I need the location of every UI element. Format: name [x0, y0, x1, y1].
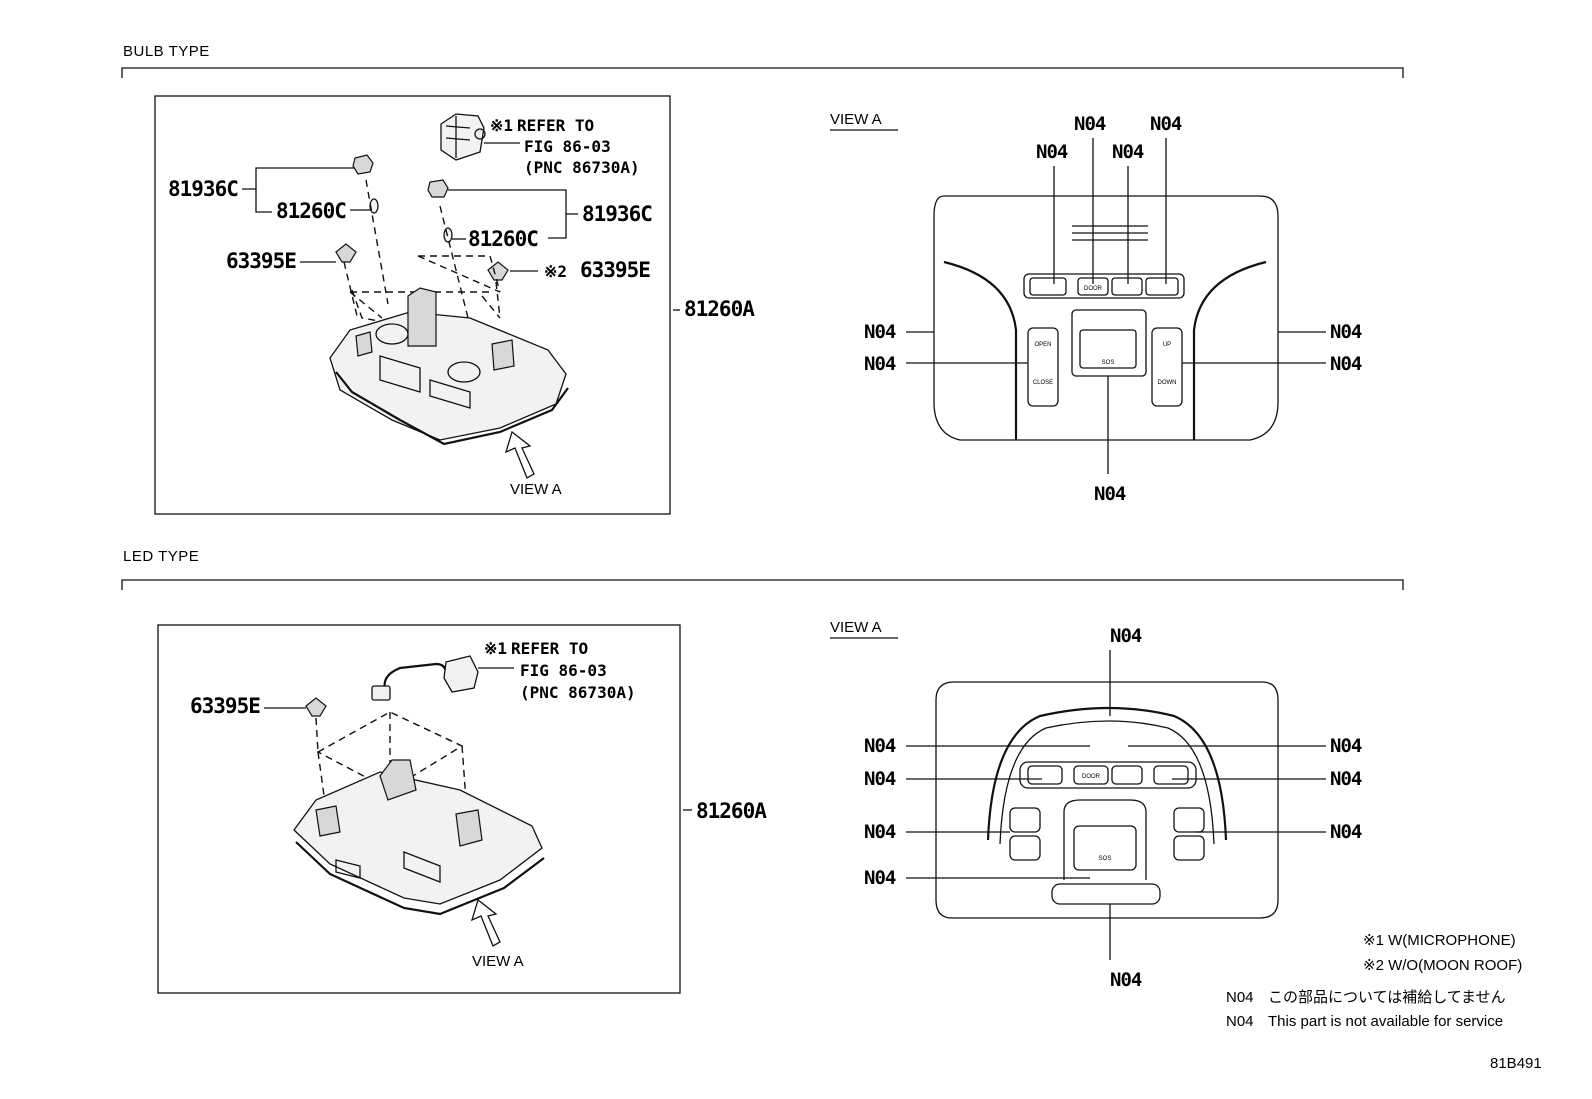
bulb-housing-81260A	[329, 287, 569, 446]
room-lamp-button[interactable]	[1111, 277, 1143, 296]
bulb-view-arrow-icon	[504, 430, 535, 479]
svg-text:N04: N04	[1110, 969, 1142, 991]
moonroof-switch-right[interactable]	[1151, 327, 1183, 407]
led-clip	[305, 697, 327, 717]
part-81260A-led: 81260A	[696, 799, 767, 823]
bulb-socket-left	[352, 154, 379, 214]
svg-text:N04: N04	[1094, 483, 1126, 505]
svg-text:N04: N04	[864, 867, 896, 889]
view-a-bottom-n04-labels: N04 N04 N04 N04 N04 N04 N04 N04 N04	[864, 625, 1363, 991]
svg-text:N04: N04	[1330, 768, 1362, 790]
view-a-top-title: VIEW A	[830, 111, 882, 128]
view-a-top-n04-labels: N04 N04 N04 N04 N04 N04 N04 N04 N04	[864, 113, 1363, 505]
note-1: ※1 W(MICROPHONE)	[1363, 932, 1516, 949]
svg-text:N04: N04	[864, 735, 896, 757]
svg-text:N04: N04	[1074, 113, 1106, 135]
svg-text:DOOR: DOOR	[1084, 286, 1103, 292]
part-63395E-right: 63395E	[580, 258, 650, 282]
n04-code-jp: N04	[1226, 989, 1254, 1006]
bulb-type-title: BULB TYPE	[123, 43, 210, 60]
bulb-clip-left	[335, 243, 357, 263]
n04-note-en: This part is not available for service	[1268, 1013, 1503, 1030]
bulb-note2-mark: ※2	[544, 262, 567, 281]
svg-text:DOOR: DOOR	[1082, 774, 1101, 780]
led-section-bracket	[121, 579, 1404, 590]
led-view-a-label: VIEW A	[472, 953, 524, 970]
led-view-arrow-icon	[470, 898, 501, 947]
view-a-led-panel: VIEW A DOOR SOS N04 N04 N04 N04 N04 N04	[830, 619, 1363, 991]
n04-note-jp: この部品については補給してません	[1268, 989, 1506, 1006]
part-81260C-right: 81260C	[468, 227, 538, 251]
led-indicator-strip	[1051, 883, 1161, 905]
svg-text:OPEN: OPEN	[1034, 342, 1051, 348]
svg-text:N04: N04	[1110, 625, 1142, 647]
led-type-title: LED TYPE	[123, 548, 199, 565]
bulb-ref-line3: (PNC 86730A)	[524, 158, 640, 177]
svg-text:N04: N04	[864, 821, 896, 843]
svg-text:DOWN: DOWN	[1158, 380, 1177, 386]
part-81260A-bulb: 81260A	[684, 297, 755, 321]
view-a-bulb-panel: VIEW A DOOR OPEN CLOSE UP DOWN SOS N04 N…	[830, 111, 1363, 505]
led-map-lamp-left-button[interactable]	[1027, 765, 1063, 785]
part-81936C-left: 81936C	[168, 177, 238, 201]
svg-text:SOS: SOS	[1099, 856, 1112, 862]
svg-text:N04: N04	[864, 321, 896, 343]
view-a-bottom-title: VIEW A	[830, 619, 882, 636]
figure-code: 81B491	[1490, 1055, 1542, 1072]
led-roof-close-button[interactable]	[1173, 835, 1205, 861]
led-frame	[157, 624, 681, 994]
svg-text:UP: UP	[1163, 342, 1171, 348]
n04-code-en: N04	[1226, 1013, 1254, 1030]
svg-text:N04: N04	[1330, 735, 1362, 757]
svg-text:N04: N04	[1150, 113, 1182, 135]
led-door-button[interactable]	[1073, 765, 1109, 785]
led-ref-line2: FIG 86-03	[520, 661, 607, 680]
led-housing-81260A	[293, 759, 545, 916]
svg-text:N04: N04	[864, 353, 896, 375]
led-room-lamp-button[interactable]	[1111, 765, 1143, 785]
led-map-lamp-right-button[interactable]	[1153, 765, 1189, 785]
part-81260C-left: 81260C	[276, 199, 346, 223]
svg-text:N04: N04	[1330, 821, 1362, 843]
svg-text:N04: N04	[1330, 321, 1362, 343]
sos-button[interactable]	[1079, 329, 1137, 369]
led-sos-button[interactable]	[1073, 825, 1137, 871]
bulb-section-bracket	[121, 67, 1404, 78]
note-2: ※2 W/O(MOON ROOF)	[1363, 957, 1522, 974]
svg-text:N04: N04	[1112, 141, 1144, 163]
led-shade-close-button[interactable]	[1009, 835, 1041, 861]
svg-text:N04: N04	[1036, 141, 1068, 163]
bulb-frame	[154, 95, 671, 515]
led-shade-open-button[interactable]	[1009, 807, 1041, 833]
svg-text:CLOSE: CLOSE	[1033, 380, 1053, 386]
led-roof-open-button[interactable]	[1173, 807, 1205, 833]
svg-text:N04: N04	[1330, 353, 1362, 375]
map-lamp-left-button[interactable]	[1029, 277, 1067, 296]
bulb-clip-right	[487, 261, 509, 281]
led-ref-line3: (PNC 86730A)	[520, 683, 636, 702]
bulb-view-a-label: VIEW A	[510, 481, 562, 498]
bulb-socket-right	[427, 179, 453, 243]
legend-notes: ※1 W(MICROPHONE) ※2 W/O(MOON ROOF) N04 こ…	[1226, 932, 1522, 1030]
svg-text:SOS: SOS	[1102, 360, 1115, 366]
part-63395E-left: 63395E	[226, 249, 296, 273]
led-microphone-part	[371, 655, 479, 701]
shade-switch-left[interactable]	[1027, 327, 1059, 407]
part-63395E-led: 63395E	[190, 694, 260, 718]
bulb-ref-line2: FIG 86-03	[524, 137, 611, 156]
svg-text:N04: N04	[864, 768, 896, 790]
bulb-microphone-part	[440, 113, 486, 161]
part-81936C-right: 81936C	[582, 202, 652, 226]
map-lamp-right-button[interactable]	[1145, 277, 1179, 296]
